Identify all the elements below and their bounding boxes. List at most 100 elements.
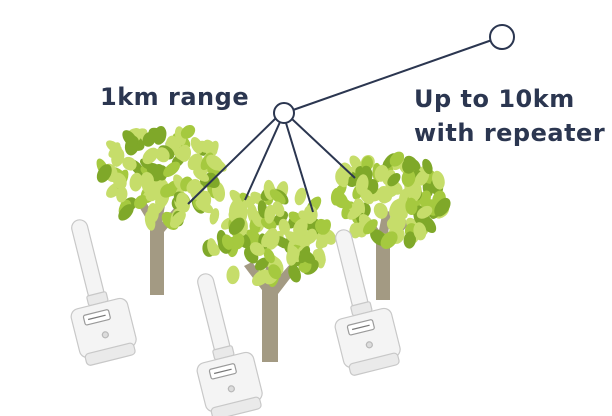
leaf-shape: [96, 164, 112, 183]
leaf-shape: [432, 170, 445, 190]
leaf-shape: [129, 172, 143, 192]
leaf-shape: [229, 197, 242, 216]
leaf-shape: [272, 201, 285, 218]
leaf-shape: [112, 172, 127, 190]
leaf-shape: [264, 204, 276, 224]
leaf-shape: [305, 228, 318, 244]
leaf-shape: [240, 195, 259, 209]
leaf-shape: [145, 188, 160, 202]
sensor-part: [365, 341, 373, 349]
leaf-shape: [407, 182, 422, 202]
leaf-shape: [263, 228, 278, 243]
tree-icon: [96, 125, 227, 295]
link-gateway-to-sensor-right: [291, 118, 356, 179]
sensor-part: [101, 331, 109, 339]
extended-range-label-line2: with repeater: [414, 119, 606, 147]
local-range-label: 1km range: [100, 83, 250, 111]
leaf-shape: [122, 130, 138, 148]
leaf-shape: [331, 191, 349, 209]
sensor-part: [351, 324, 370, 331]
sensor-part: [87, 314, 106, 321]
leaf-shape: [199, 190, 212, 210]
leaf-shape: [140, 172, 154, 188]
leaf-shape: [186, 179, 201, 194]
sensor-part: [335, 229, 369, 311]
leaf-shape: [422, 158, 433, 175]
leaf-shape: [207, 238, 218, 256]
wireless-sensor-icon: [70, 219, 137, 366]
leaf-shape: [380, 231, 398, 249]
extended-range-label: Up to 10km with repeater: [414, 82, 605, 150]
leaf-shape: [187, 153, 203, 171]
leaf-shape: [387, 173, 401, 187]
sensor-part: [210, 396, 262, 416]
leaf-shape: [294, 187, 307, 206]
leaf-shape: [169, 210, 186, 228]
sensor-part: [227, 385, 235, 393]
leaf-shape: [163, 161, 181, 177]
leaf-shape: [389, 151, 405, 167]
link-gateway-to-sensor-center-left: [244, 121, 281, 201]
leaf-shape: [413, 222, 427, 241]
leaf-shape: [299, 249, 316, 264]
leaf-shape: [298, 210, 314, 224]
leaf-shape: [228, 217, 245, 235]
leaf-shape: [284, 231, 304, 246]
leaf-shape: [254, 257, 270, 271]
leaf-shape: [293, 218, 308, 237]
leaf-shape: [268, 264, 282, 280]
leaf-shape: [394, 199, 408, 219]
repeater-node-icon: [489, 24, 515, 50]
leaf-shape: [263, 248, 275, 264]
leaf-shape: [231, 233, 245, 250]
tree-icon: [202, 179, 337, 362]
leaf-shape: [155, 147, 170, 163]
wireless-links: [187, 39, 493, 213]
leaf-shape: [142, 147, 159, 165]
leaf-shape: [134, 195, 148, 209]
leaf-shape: [402, 158, 416, 174]
leaf-shape: [288, 264, 301, 283]
leaf-shape: [434, 197, 451, 217]
leaf-shape: [349, 155, 362, 170]
leaf-shape: [193, 168, 210, 182]
leaf-shape: [319, 219, 331, 235]
sensor-part: [84, 342, 136, 366]
leaf-shape: [116, 186, 128, 203]
leaf-shape: [269, 189, 286, 205]
extended-range-label-line1: Up to 10km: [414, 85, 575, 113]
leaf-shape: [180, 125, 196, 139]
leaf-shape: [111, 148, 125, 167]
leaf-shape: [286, 246, 299, 266]
tree-icon: [330, 151, 451, 300]
link-repeater-to-gateway: [292, 39, 493, 111]
leaf-shape: [401, 169, 416, 187]
wireless-sensor-icon: [196, 273, 263, 416]
leaf-shape: [416, 205, 433, 219]
leaf-shape: [144, 211, 156, 231]
leaf-shape: [190, 136, 203, 154]
leaf-shape: [122, 156, 137, 171]
leaf-shape: [206, 154, 224, 171]
leaf-shape: [226, 265, 240, 285]
link-gateway-to-sensor-center-right: [285, 122, 314, 213]
leaf-shape: [355, 174, 369, 195]
leaf-shape: [249, 242, 265, 257]
leaf-shape: [142, 132, 156, 147]
leaf-shape: [278, 218, 290, 235]
leaf-shape: [363, 219, 378, 235]
leaf-shape: [176, 192, 191, 213]
leaf-shape: [373, 202, 388, 219]
leaf-shape: [405, 197, 418, 215]
leaf-shape: [173, 147, 189, 161]
link-gateway-to-sensor-left: [187, 117, 277, 205]
leaf-shape: [209, 208, 220, 225]
leaf-shape: [403, 231, 416, 249]
wireless-sensor-icon: [334, 229, 401, 376]
gateway-node-icon: [273, 102, 295, 124]
leaf-shape: [160, 183, 176, 198]
sensor-part: [213, 368, 232, 375]
leaf-shape: [347, 204, 365, 220]
